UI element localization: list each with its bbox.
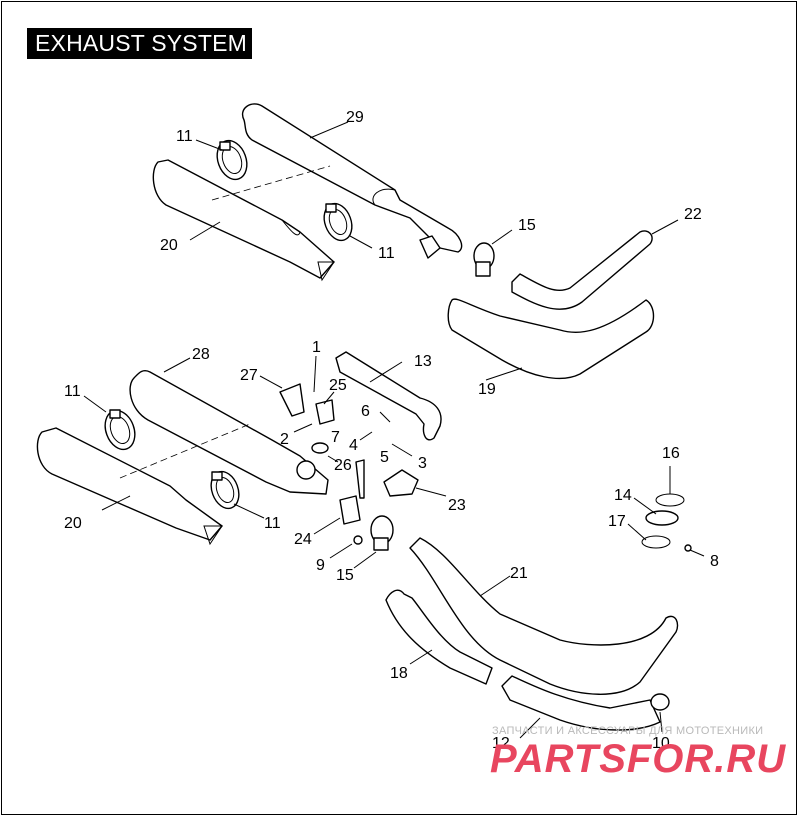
callout-3: 3 (418, 455, 427, 472)
muffler-upper-front (152, 159, 335, 282)
callout-17: 17 (608, 513, 626, 530)
watermark-tagline: ЗАПЧАСТИ И АКСЕССУАРЫ ДЛЯ МОТОТЕХНИКИ (492, 725, 763, 737)
callout-20-a: 20 (160, 237, 178, 254)
callout-19: 19 (478, 381, 496, 398)
upper-align-line (211, 165, 331, 201)
callout-labels: 1 2 3 4 5 6 7 8 9 10 11 11 11 11 12 13 1… (64, 109, 719, 752)
lower-align-line (119, 423, 251, 479)
bracket-7 (315, 399, 335, 425)
muffler-28 (129, 369, 329, 495)
callout-28: 28 (192, 346, 210, 363)
callout-27: 27 (240, 367, 258, 384)
clamp-upper-left (216, 139, 248, 181)
gasket-14 (645, 510, 679, 526)
callout-11-a: 11 (176, 128, 193, 145)
callout-29: 29 (346, 109, 364, 126)
callout-7: 7 (331, 429, 340, 446)
watermark: ЗАПЧАСТИ И АКСЕССУАРЫ ДЛЯ МОТОТЕХНИКИ PA… (490, 725, 786, 781)
callout-26: 26 (334, 457, 352, 474)
clamp-lower-left (104, 409, 136, 451)
muffler-upper-rear (241, 103, 463, 259)
header-pipe-22 (511, 230, 653, 310)
callout-15-a: 15 (518, 217, 536, 234)
callout-13: 13 (414, 353, 432, 370)
header-pipe-19 (447, 298, 655, 380)
watermark-brand: PARTSFOR.RU (490, 737, 786, 781)
clamp-upper-right (323, 202, 353, 242)
muffler-lower-front (36, 427, 223, 546)
callout-16: 16 (662, 445, 680, 462)
callout-11-c: 11 (64, 383, 81, 400)
callout-20-b: 20 (64, 515, 82, 532)
header-pipe-21 (409, 537, 679, 695)
callout-18: 18 (390, 665, 408, 682)
clamp-15-upper (473, 242, 495, 277)
diagram-title: EXHAUST SYSTEM (27, 28, 252, 59)
header-pipe-18 (385, 589, 493, 685)
callout-6: 6 (361, 403, 370, 420)
callout-11-d: 11 (264, 515, 281, 532)
clamp-15-lower (370, 515, 394, 551)
callout-25: 25 (329, 377, 347, 394)
callout-24: 24 (294, 531, 312, 548)
bracket-23 (383, 469, 419, 497)
clamp-10 (650, 693, 670, 711)
callout-21: 21 (510, 565, 528, 582)
callout-5: 5 (380, 449, 389, 466)
ring-17 (641, 535, 671, 549)
callout-12: 12 (492, 735, 510, 752)
callout-23: 23 (448, 497, 466, 514)
callout-22: 22 (684, 206, 702, 223)
bracket-27 (279, 383, 305, 417)
ring-16 (655, 493, 685, 507)
spacer-26 (311, 442, 329, 454)
callout-4: 4 (349, 437, 358, 454)
leader-lines (83, 121, 705, 739)
header-pipe-12 (501, 675, 661, 731)
callout-11-b: 11 (378, 245, 395, 262)
callout-14: 14 (614, 487, 632, 504)
clamp-24 (339, 495, 361, 525)
callout-2: 2 (280, 431, 289, 448)
sensor-8 (684, 544, 692, 552)
nut-9 (353, 535, 363, 545)
callout-8: 8 (710, 553, 719, 570)
callout-15-b: 15 (336, 567, 354, 584)
bolt-3 (355, 459, 365, 499)
callout-10: 10 (652, 735, 670, 752)
bracket-13 (335, 351, 442, 441)
callout-1: 1 (312, 339, 321, 356)
callout-9: 9 (316, 557, 325, 574)
clamp-lower-right (210, 470, 240, 510)
